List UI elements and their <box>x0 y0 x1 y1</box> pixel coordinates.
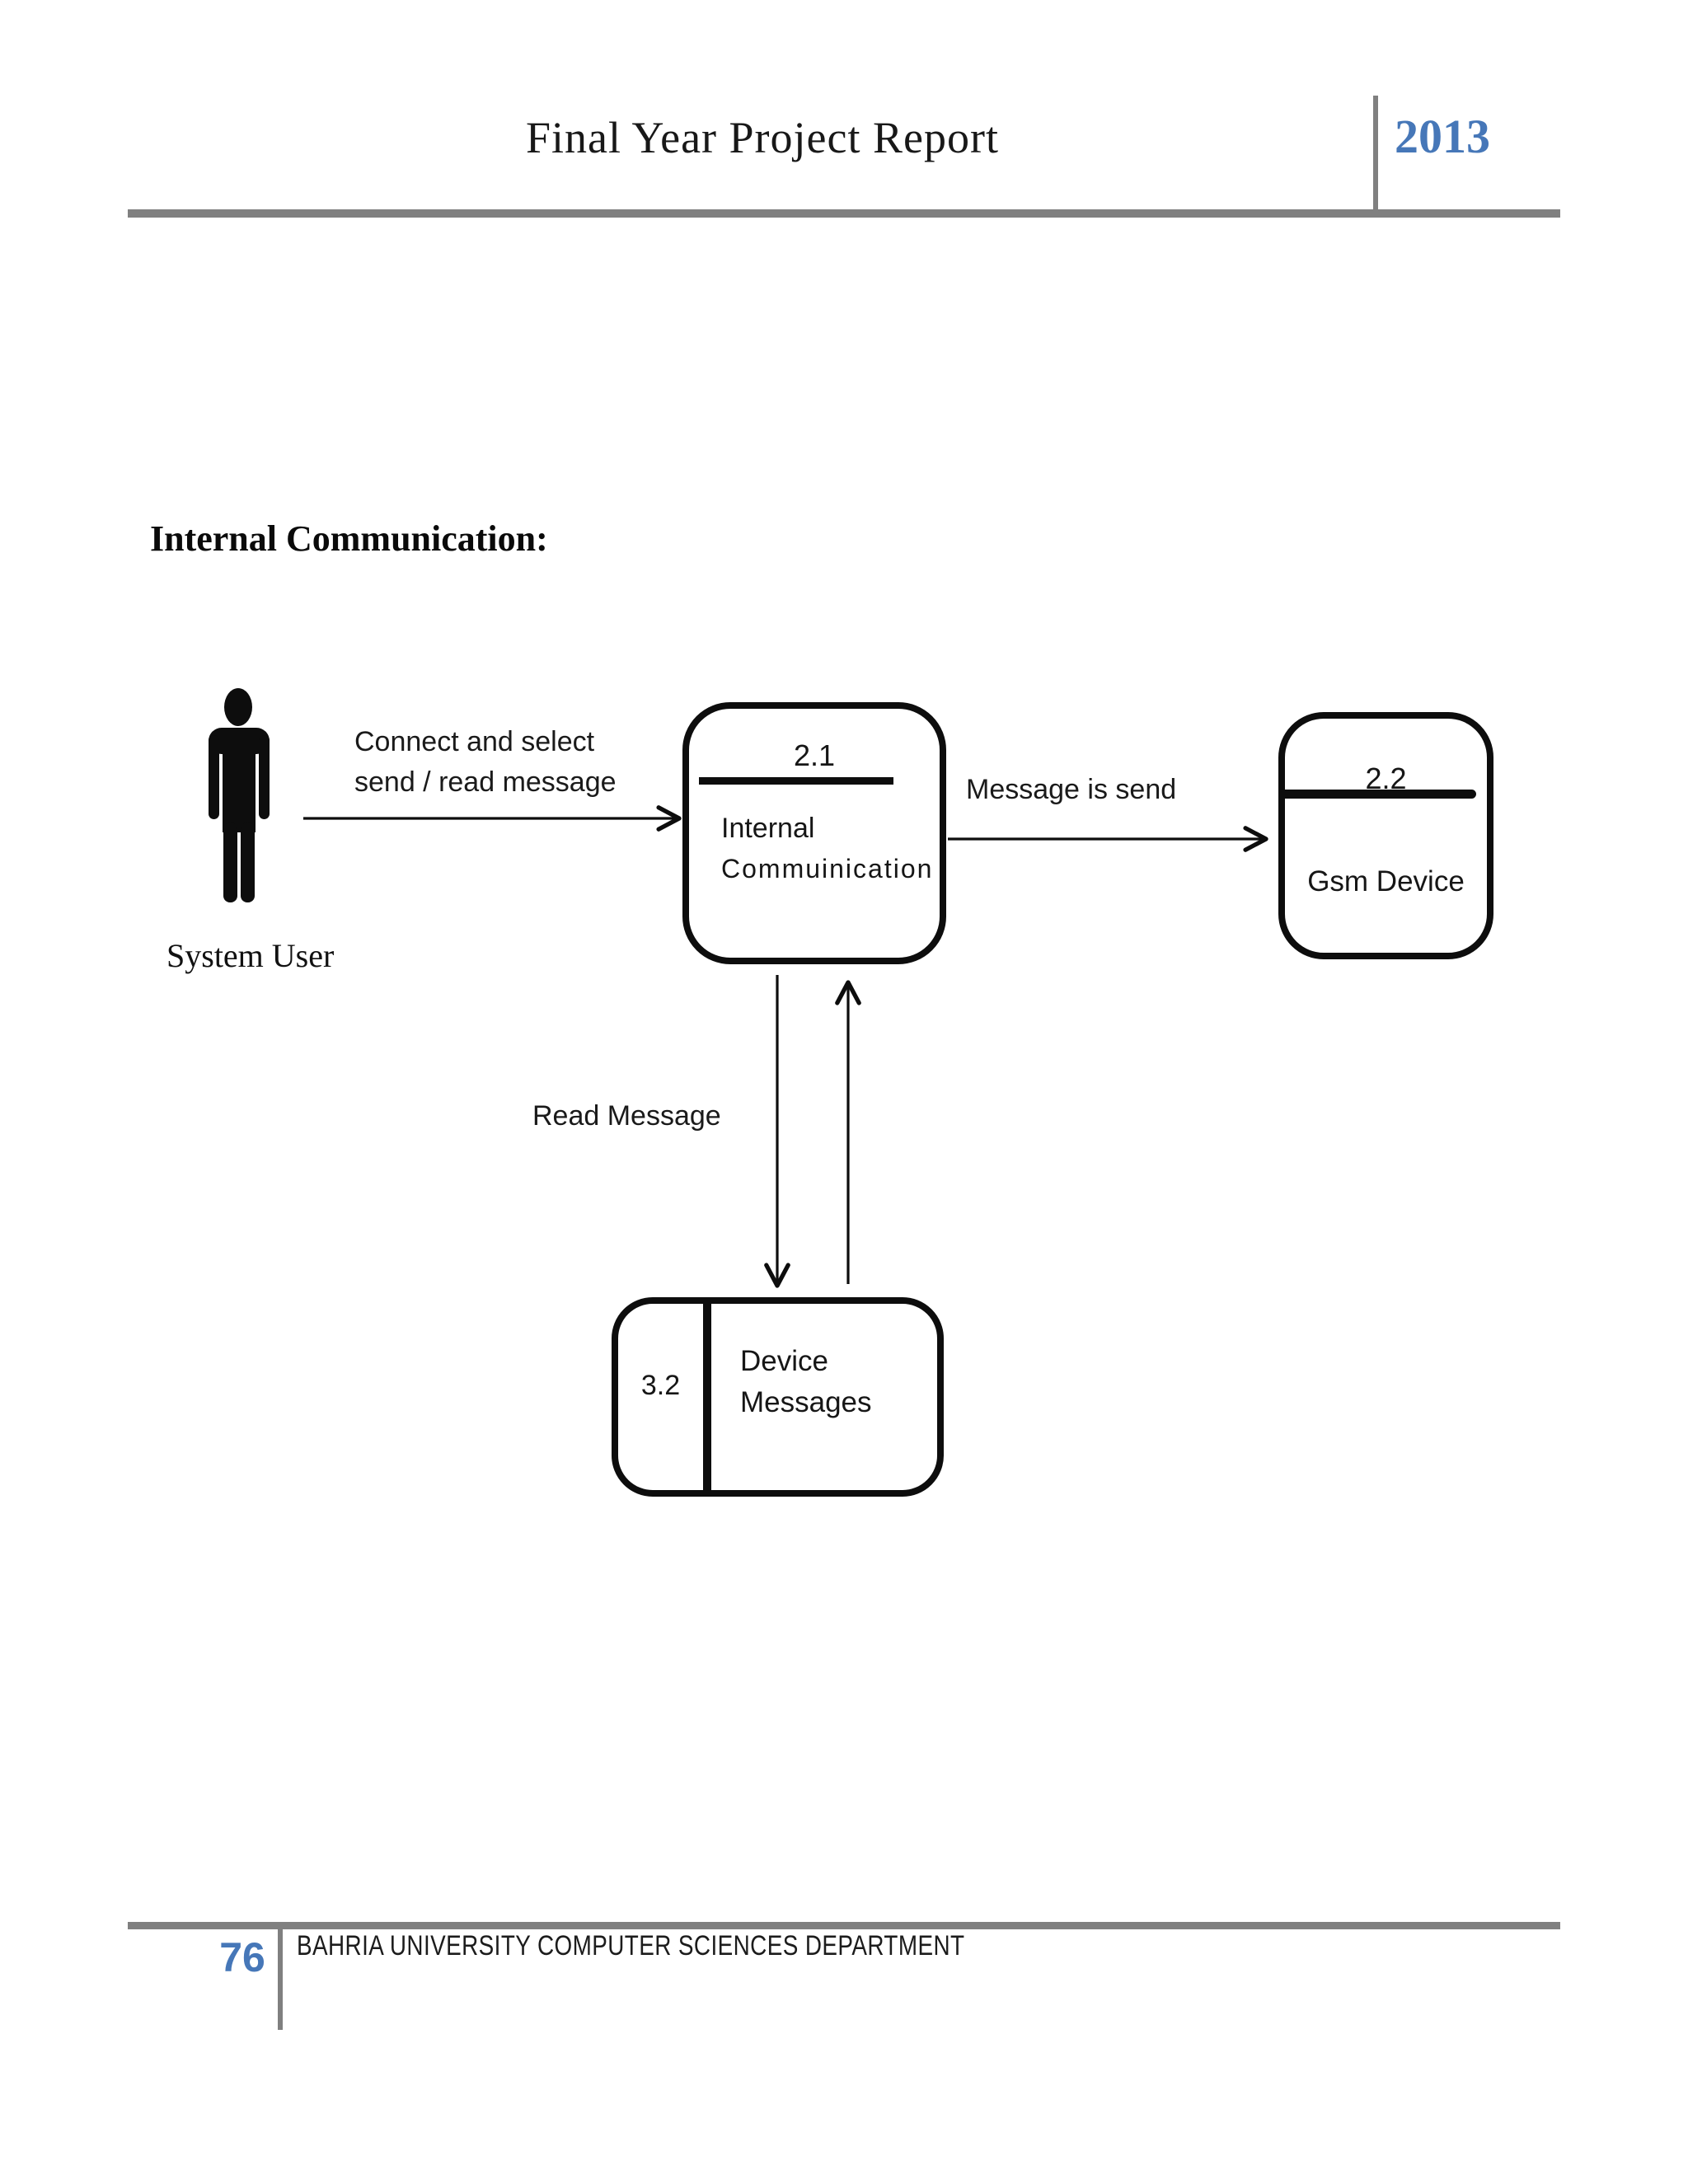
process-node-number: 2.1 <box>793 738 836 772</box>
process-node-name-line1: Internal <box>721 813 815 844</box>
page-number: 76 <box>219 1934 265 1980</box>
connect-flow-label-line1: Connect and select <box>354 726 595 757</box>
gsm-node-name: Gsm Device <box>1307 865 1465 898</box>
process-node-divider <box>699 777 893 785</box>
store-node-divider <box>703 1301 711 1493</box>
gsm-node-divider <box>1278 790 1476 799</box>
section-heading: Internal Communication: <box>150 518 548 559</box>
store-node-name-line1: Device <box>740 1345 828 1377</box>
header-vertical-rule <box>1373 96 1378 213</box>
report-year: 2013 <box>1395 110 1490 163</box>
process-node-internal-communication: 2.1 Internal Commuinication <box>682 702 946 964</box>
connect-flow-label-line2: send / read message <box>354 766 617 798</box>
store-node-number: 3.2 <box>640 1370 681 1401</box>
footer-department: BAHRIA UNIVERSITY COMPUTER SCIENCES DEPA… <box>297 1930 965 1961</box>
actor-label: System User <box>166 937 335 974</box>
read-message-label: Read Message <box>532 1100 721 1132</box>
store-node-name-line2: Messages <box>740 1386 872 1418</box>
message-send-label: Message is send <box>966 774 1177 805</box>
report-title: Final Year Project Report <box>526 113 999 162</box>
process-node-name-line2: Commuinication <box>721 854 934 883</box>
footer-horizontal-rule <box>128 1922 1560 1929</box>
gsm-device-node: 2.2 Gsm Device <box>1278 712 1493 959</box>
data-store-node-device-messages: 3.2 Device Messages <box>612 1297 944 1497</box>
person-icon <box>209 688 270 902</box>
connect-flow-label: Connect and select send / read message <box>354 722 617 803</box>
header-horizontal-rule <box>128 209 1560 218</box>
footer-vertical-rule <box>278 1929 283 2030</box>
